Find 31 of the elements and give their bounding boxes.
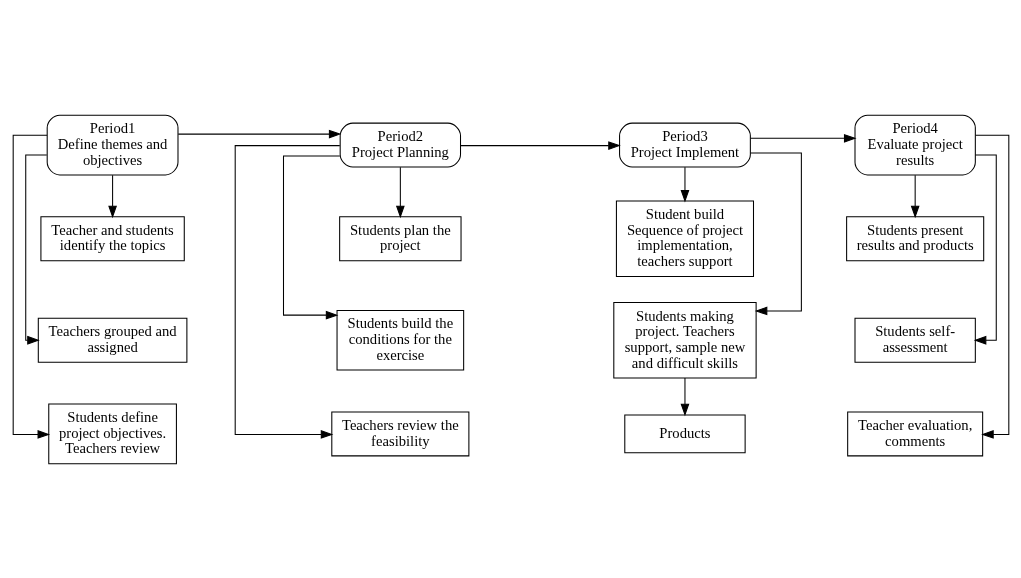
- arrow: [282, 155, 340, 320]
- arrow: [177, 129, 341, 139]
- arrow: [749, 133, 856, 143]
- node-box: Period3 Project Implement: [618, 122, 751, 168]
- arrow: [107, 174, 117, 218]
- node-box: Teacher evaluation, comments: [846, 410, 983, 456]
- arrow: [680, 377, 689, 416]
- arrow: [459, 140, 621, 150]
- node-box: Students making project. Teachers support, sample new and difficult skills: [612, 301, 757, 378]
- node-box: Teacher and students identify the topics: [39, 215, 185, 261]
- node-box: Students define project objectives. Teachers review: [47, 403, 177, 464]
- node-box: Period1 Define themes and objectives: [46, 114, 178, 175]
- node-box: Student build Sequence of project implementation, teachers support: [615, 200, 754, 277]
- arrow: [910, 174, 920, 218]
- arrow: [973, 154, 997, 345]
- node-box: Teachers grouped and assigned: [37, 317, 187, 363]
- node-box: Students present results and products: [845, 215, 984, 261]
- arrow: [234, 144, 340, 439]
- node-box: Students plan the project: [338, 215, 462, 261]
- node-box: Students self-assessment: [853, 317, 976, 363]
- node-box: Period2 Project Planning: [339, 122, 461, 168]
- node-box: Period4 Evaluate project results: [853, 114, 976, 175]
- arrow: [395, 166, 405, 218]
- node-box: Teachers review the feasibility: [330, 410, 469, 456]
- arrow: [24, 154, 47, 345]
- arrow: [680, 166, 689, 203]
- node-box: Products: [623, 414, 746, 453]
- node-box: Students build the conditions for the exercise: [336, 309, 464, 371]
- arrow: [974, 134, 1009, 439]
- arrow: [12, 134, 50, 439]
- arrow: [749, 151, 802, 315]
